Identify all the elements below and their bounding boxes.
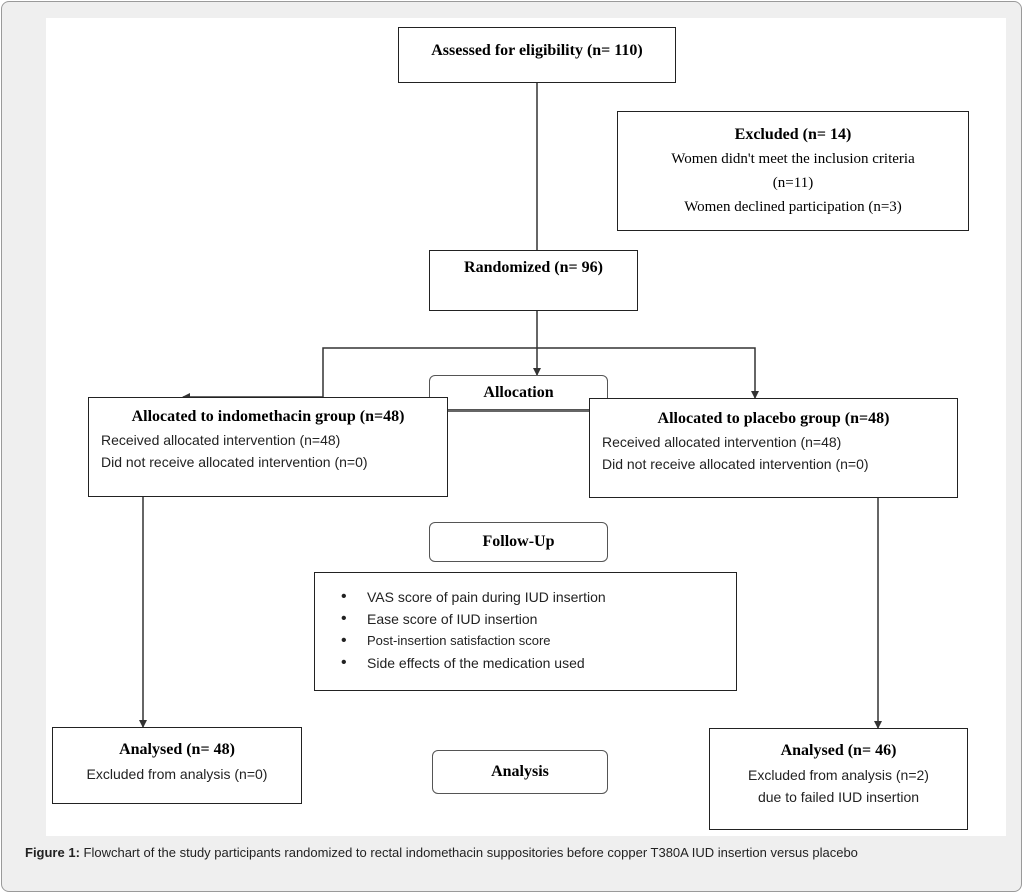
- placebo-group-title: Allocated to placebo group (n=48): [657, 410, 890, 427]
- excluded-box: Excluded (n= 14) Women didn't meet the i…: [617, 111, 969, 231]
- analysed-placebo-box: Analysed (n= 46) Excluded from analysis …: [709, 728, 968, 830]
- excluded-title: Excluded (n= 14): [734, 126, 852, 143]
- allocation-stage-label: Allocation: [429, 375, 608, 410]
- follow-up-outcome-item: VAS score of pain during IUD insertion: [341, 586, 736, 608]
- line-split-right: [537, 347, 759, 399]
- indomethacin-group-title: Allocated to indomethacin group (n=48): [131, 408, 405, 425]
- placebo-group-box: Allocated to placebo group (n=48) Receiv…: [589, 398, 958, 498]
- analysed-indomethacin-box: Analysed (n= 48) Excluded from analysis …: [52, 727, 302, 804]
- indomethacin-received: Received allocated intervention (n=48): [101, 432, 341, 448]
- follow-up-outcome-list: VAS score of pain during IUD insertion E…: [315, 586, 736, 674]
- placebo-received: Received allocated intervention (n=48): [602, 434, 842, 450]
- analysed-placebo-excluded: Excluded from analysis (n=2): [748, 767, 929, 783]
- analysis-stage-label: Analysis: [432, 750, 608, 794]
- placebo-not-received: Did not receive allocated intervention (…: [602, 456, 869, 472]
- excluded-reason-criteria: Women didn't meet the inclusion criteria: [671, 151, 915, 167]
- indomethacin-group-box: Allocated to indomethacin group (n=48) R…: [88, 397, 448, 497]
- follow-up-outcome-item: Ease score of IUD insertion: [341, 608, 736, 630]
- assessed-box: Assessed for eligibility (n= 110): [398, 27, 676, 83]
- analysed-indomethacin-excluded: Excluded from analysis (n=0): [86, 766, 268, 782]
- figure-caption: Figure 1: Flowchart of the study partici…: [25, 844, 1000, 861]
- follow-up-outcome-item: Side effects of the medication used: [341, 652, 736, 674]
- caption-label: Figure 1:: [25, 845, 80, 860]
- randomized-title: Randomized (n= 96): [464, 259, 603, 276]
- analysed-indomethacin-title: Analysed (n= 48): [119, 741, 235, 758]
- randomized-box: Randomized (n= 96): [429, 250, 638, 311]
- excluded-reason-declined: Women declined participation (n=3): [684, 199, 902, 215]
- follow-up-outcomes-box: VAS score of pain during IUD insertion E…: [314, 572, 737, 691]
- caption-text: Flowchart of the study participants rand…: [79, 845, 858, 860]
- excluded-reason-criteria-count: (n=11): [772, 175, 814, 191]
- follow-up-stage-label: Follow-Up: [429, 522, 608, 562]
- indomethacin-not-received: Did not receive allocated intervention (…: [101, 454, 368, 470]
- analysed-placebo-reason: due to failed IUD insertion: [757, 789, 920, 805]
- assessed-title: Assessed for eligibility (n= 110): [431, 42, 643, 59]
- follow-up-outcome-item: Post-insertion satisfaction score: [341, 630, 736, 652]
- analysed-placebo-title: Analysed (n= 46): [780, 742, 897, 759]
